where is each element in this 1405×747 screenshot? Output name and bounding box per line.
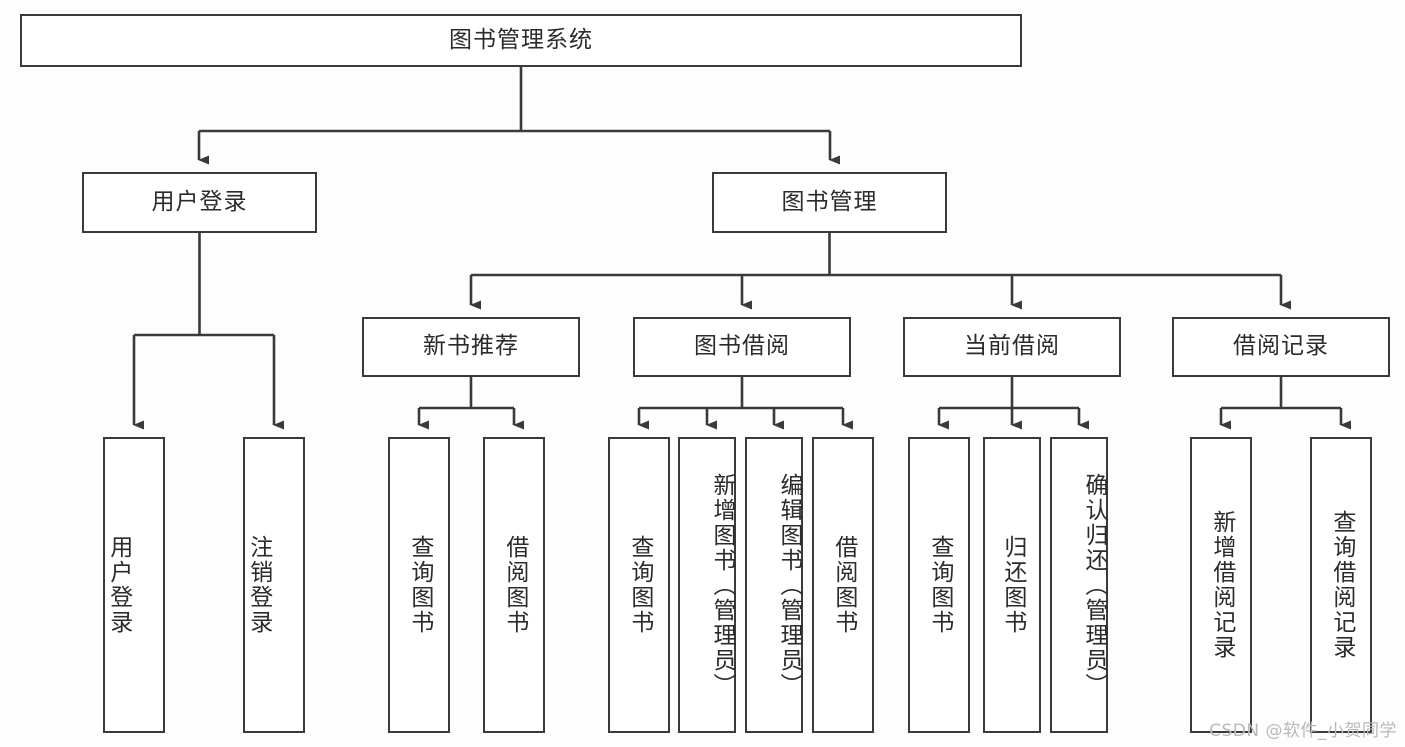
- leaf-node[interactable]: 借阅图书: [812, 437, 874, 733]
- node-label: 注销登录: [245, 535, 272, 635]
- node-label: 编辑图书（管理员）: [776, 472, 802, 698]
- node-label: 查询图书: [406, 535, 433, 635]
- node-label: 用户登录: [105, 535, 132, 635]
- level2-node[interactable]: 用户登录: [82, 172, 317, 233]
- node-label: 图书借阅: [694, 333, 790, 360]
- leaf-node[interactable]: 查询图书: [388, 437, 450, 733]
- leaf-node[interactable]: 确认归还（管理员）: [1050, 437, 1108, 733]
- leaf-node[interactable]: 查询借阅记录: [1310, 437, 1372, 733]
- level3-node[interactable]: 图书借阅: [633, 317, 851, 377]
- leaf-node[interactable]: 注销登录: [243, 437, 305, 733]
- node-label: 图书管理: [781, 188, 878, 215]
- node-label: 新增图书（管理员）: [709, 472, 735, 698]
- node-label: 借阅图书: [830, 535, 857, 635]
- node-label: 用户登录: [151, 188, 248, 215]
- leaf-node[interactable]: 归还图书: [983, 437, 1041, 733]
- leaf-node[interactable]: 查询图书: [908, 437, 970, 733]
- level2-node[interactable]: 图书管理: [712, 172, 947, 233]
- node-label: 查询图书: [626, 535, 653, 635]
- leaf-node[interactable]: 查询图书: [608, 437, 670, 733]
- node-label: 新增借阅记录: [1208, 510, 1235, 660]
- node-label: 借阅记录: [1233, 333, 1329, 360]
- level3-node[interactable]: 借阅记录: [1172, 317, 1390, 377]
- leaf-node[interactable]: 新增图书（管理员）: [678, 437, 736, 733]
- node-label: 确认归还（管理员）: [1081, 472, 1107, 698]
- node-label: 查询图书: [926, 535, 953, 635]
- leaf-node[interactable]: 新增借阅记录: [1190, 437, 1252, 733]
- leaf-node[interactable]: 编辑图书（管理员）: [745, 437, 803, 733]
- node-label: 新书推荐: [423, 333, 519, 360]
- leaf-node[interactable]: 借阅图书: [483, 437, 545, 733]
- leaf-node[interactable]: 用户登录: [103, 437, 165, 733]
- node-label: 查询借阅记录: [1328, 510, 1355, 660]
- node-label: 图书管理系统: [449, 26, 593, 53]
- node-label: 归还图书: [999, 535, 1026, 635]
- node-label: 当前借阅: [964, 333, 1060, 360]
- root-node[interactable]: 图书管理系统: [20, 14, 1022, 67]
- level3-node[interactable]: 当前借阅: [903, 317, 1121, 377]
- node-label: 借阅图书: [501, 535, 528, 635]
- watermark-text: CSDN @软件_小贺同学: [1209, 721, 1397, 741]
- level3-node[interactable]: 新书推荐: [362, 317, 580, 377]
